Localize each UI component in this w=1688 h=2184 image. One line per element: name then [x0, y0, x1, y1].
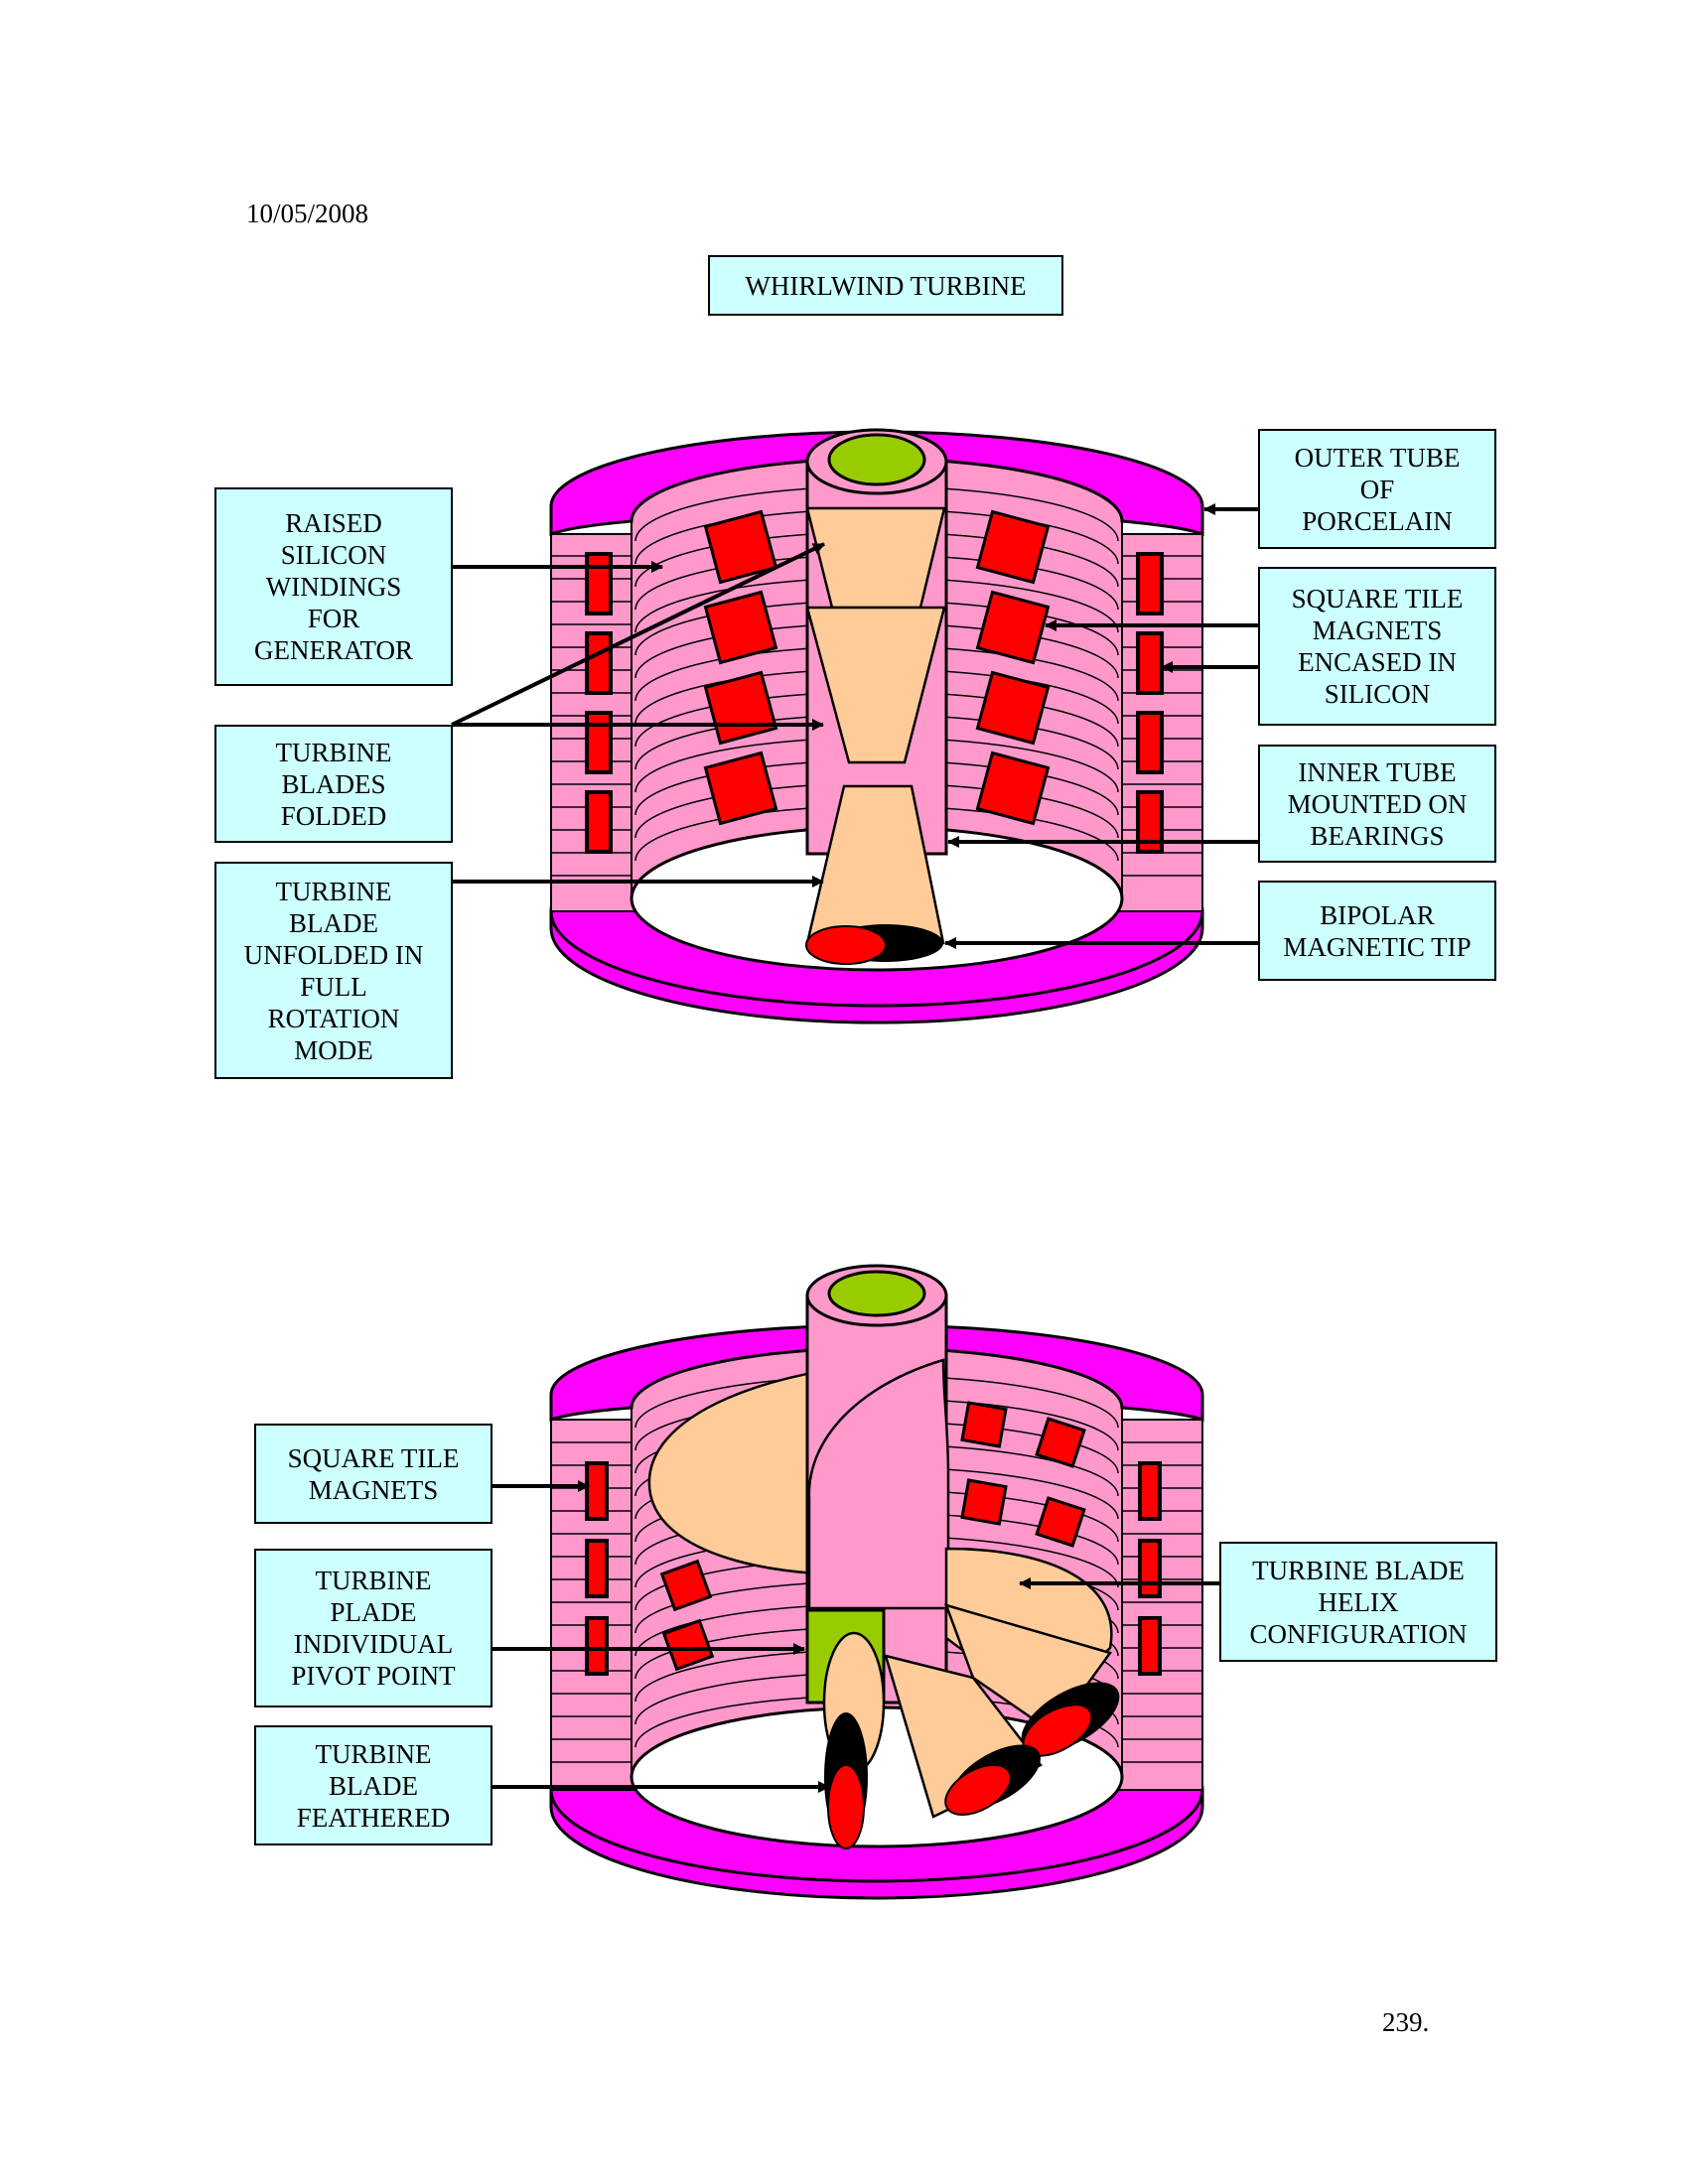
- magnet-bar: [1138, 1461, 1162, 1521]
- square-magnet: [1035, 1496, 1086, 1548]
- magnet-bar: [1138, 1539, 1162, 1598]
- label-blades-folded: TURBINE BLADES FOLDED: [214, 725, 453, 843]
- label-feathered: TURBINE BLADE FEATHERED: [254, 1725, 492, 1845]
- square-magnet: [975, 751, 1051, 826]
- magnet-bar: [1136, 631, 1164, 695]
- magnet-bar: [585, 1461, 609, 1521]
- magnet-bar: [585, 631, 613, 695]
- magnet-bar: [1138, 1616, 1162, 1676]
- magnet-bar: [585, 1539, 609, 1598]
- label-helix: TURBINE BLADE HELIX CONFIGURATION: [1219, 1542, 1497, 1662]
- helix-blade-front: [807, 1358, 950, 1610]
- square-magnet: [703, 590, 778, 665]
- magnet-bar: [585, 790, 613, 854]
- bottom-outer-magnets: [585, 1461, 1162, 1676]
- page-title: WHIRLWIND TURBINE: [708, 255, 1063, 316]
- top-tube-cap: [827, 433, 926, 486]
- magnet-bar: [1136, 552, 1164, 615]
- bottom-tube-cap: [827, 1270, 926, 1317]
- top-blade-folded-2: [805, 606, 946, 764]
- feathered-tip-red: [827, 1764, 865, 1849]
- square-magnet: [960, 1478, 1008, 1526]
- page-number: 239.: [1382, 2007, 1430, 2037]
- label-raised-windings: RAISED SILICON WINDINGS FOR GENERATOR: [214, 487, 453, 686]
- label-bipolar-tip: BIPOLAR MAGNETIC TIP: [1258, 881, 1496, 981]
- square-magnet: [960, 1401, 1008, 1448]
- magnet-bar: [1136, 711, 1164, 774]
- square-magnet: [975, 509, 1051, 585]
- label-outer-tube: OUTER TUBE OF PORCELAIN: [1258, 429, 1496, 549]
- top-blade-folded-1: [805, 506, 946, 610]
- square-magnet: [703, 509, 778, 585]
- helix-tip-red-2: [944, 1764, 1012, 1816]
- bottom-upper-rim: [549, 1323, 1204, 1423]
- top-turbine: [549, 428, 1204, 1024]
- magnet-bar: [585, 711, 613, 774]
- square-magnet: [659, 1559, 713, 1612]
- top-upper-rim: [549, 430, 1204, 537]
- square-magnet: [703, 670, 778, 746]
- bottom-turbine: [549, 1264, 1204, 1900]
- page-date: 10/05/2008: [246, 199, 369, 228]
- top-arrows: [451, 503, 1259, 949]
- square-magnet: [1035, 1417, 1086, 1468]
- square-magnet: [975, 590, 1051, 665]
- label-blade-unfolded: TURBINE BLADE UNFOLDED IN FULL ROTATION …: [214, 862, 453, 1079]
- bottom-arrows: [491, 1480, 1220, 1793]
- square-magnet: [703, 751, 778, 826]
- label-square-tile-encased: SQUARE TILE MAGNETS ENCASED IN SILICON: [1258, 567, 1496, 726]
- bottom-inner-magnets: [659, 1401, 1086, 1672]
- square-magnet: [661, 1618, 715, 1672]
- magnet-bar: [585, 552, 613, 615]
- square-magnet: [975, 670, 1051, 746]
- label-square-tile: SQUARE TILE MAGNETS: [254, 1424, 492, 1524]
- magnet-bar: [585, 1616, 609, 1676]
- label-inner-tube: INNER TUBE MOUNTED ON BEARINGS: [1258, 745, 1496, 863]
- label-pivot-point: TURBINE PLADE INDIVIDUAL PIVOT POINT: [254, 1549, 492, 1707]
- top-tip-red: [805, 925, 887, 965]
